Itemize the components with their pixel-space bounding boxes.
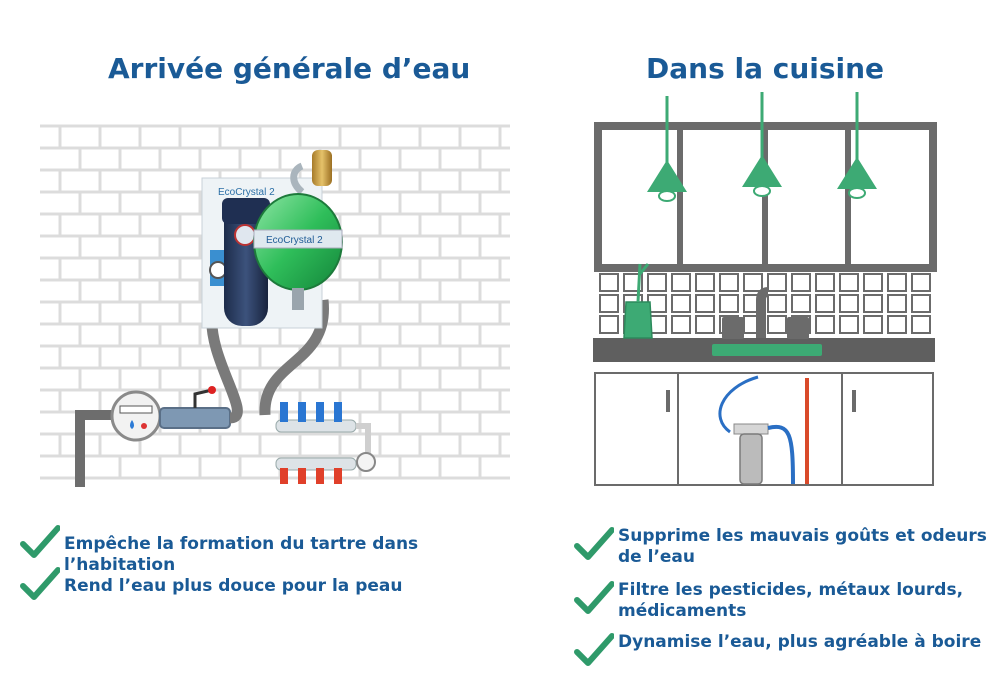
checkmark-icon xyxy=(574,581,614,614)
benefit-text: Filtre les pesticides, métaux lourds, mé… xyxy=(618,580,964,621)
pressure-reducer xyxy=(290,150,332,195)
tile-backsplash xyxy=(599,273,931,334)
faucet xyxy=(722,287,809,339)
herb-pot xyxy=(623,263,653,339)
checkmark-icon xyxy=(20,525,60,558)
water-meter xyxy=(110,390,162,442)
pendant-lamps xyxy=(647,92,877,202)
checkmark-icon xyxy=(574,527,614,560)
checkmark-icon xyxy=(574,633,614,666)
kitchen-illustration xyxy=(593,92,937,486)
benefit-text: Supprime les mauvais goûts et odeurs de … xyxy=(618,526,987,567)
benefit-left-1: Empêche la formation du tartre dans l’ha… xyxy=(20,524,534,576)
benefit-left-2: Rend l’eau plus douce pour la peau xyxy=(20,566,534,600)
base-cabinets xyxy=(594,372,934,486)
shutoff-valve xyxy=(159,386,231,429)
device-panel-brand: EcoCrystal 2 xyxy=(218,187,275,198)
sink xyxy=(712,344,822,356)
benefit-right-1: Supprime les mauvais goûts et odeurs de … xyxy=(574,526,988,568)
device-globe-brand: EcoCrystal 2 xyxy=(266,235,323,246)
benefit-right-2: Filtre les pesticides, métaux lourds, mé… xyxy=(574,580,988,622)
benefit-right-3: Dynamise l’eau, plus agréable à boire xyxy=(574,632,988,666)
main-water-inlet-illustration: EcoCrystal 2 EcoCrystal 2 xyxy=(40,124,510,487)
left-title: Arrivée générale d’eau xyxy=(108,52,471,85)
kitchen-window xyxy=(594,122,937,272)
hose-in xyxy=(206,314,243,424)
checkmark-icon xyxy=(20,567,60,600)
ecocrystal-globe: EcoCrystal 2 xyxy=(253,193,343,310)
under-sink-filter xyxy=(718,375,809,485)
benefit-text: Dynamise l’eau, plus agréable à boire xyxy=(618,632,982,652)
benefit-text: Rend l’eau plus douce pour la peau xyxy=(64,576,403,596)
right-title: Dans la cuisine xyxy=(646,52,885,85)
manifold xyxy=(275,402,376,484)
benefit-text: Empêche la formation du tartre dans l’ha… xyxy=(64,534,419,575)
